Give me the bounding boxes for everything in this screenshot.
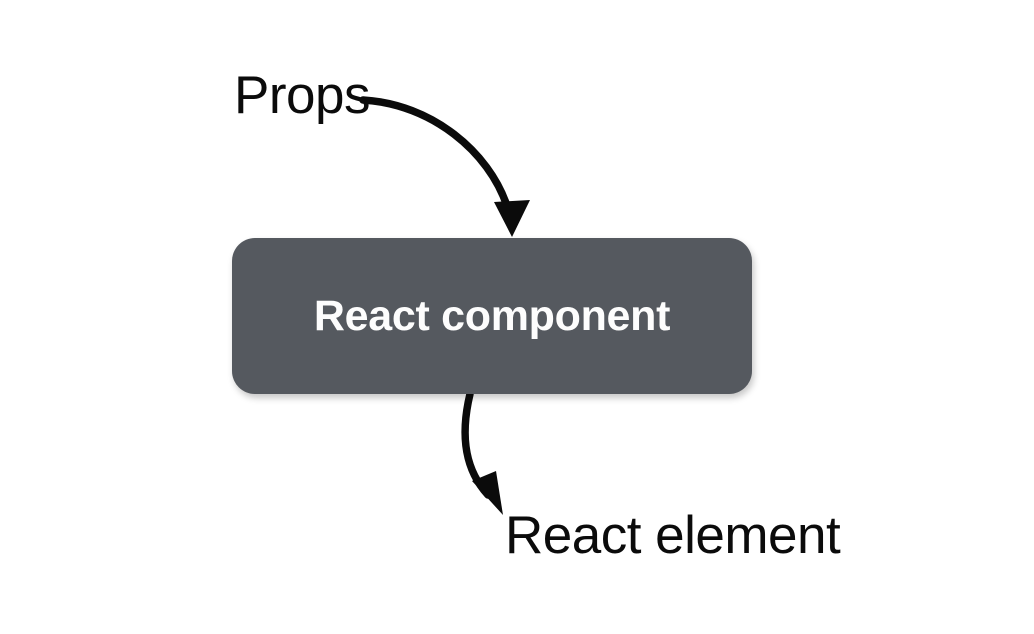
react-element-label: React element bbox=[505, 506, 841, 565]
edge-props-to-component-line bbox=[359, 96, 511, 210]
edge-props-to-component-arrowhead bbox=[494, 200, 530, 237]
react-component-box: React component bbox=[232, 238, 752, 394]
props-label: Props bbox=[234, 66, 370, 125]
react-component-box-label: React component bbox=[313, 292, 671, 340]
edge-component-to-element bbox=[461, 390, 503, 515]
edge-component-to-element-arrowhead bbox=[472, 471, 503, 515]
edge-props-to-component bbox=[359, 96, 530, 237]
